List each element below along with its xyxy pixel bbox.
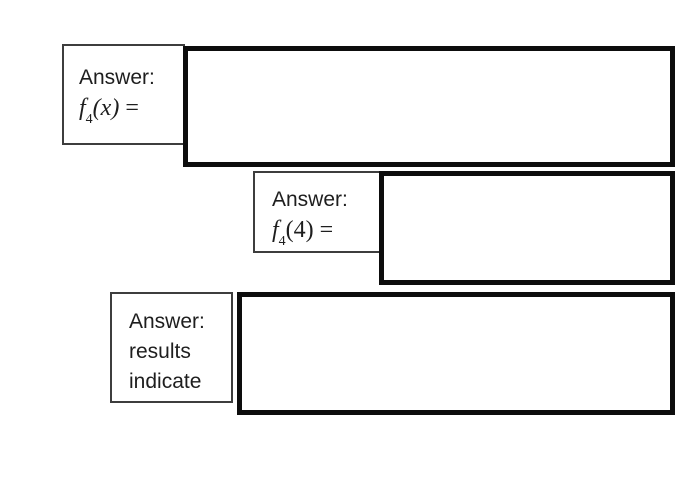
answer-input-results[interactable] xyxy=(237,292,675,415)
math-expression-f4x: f4(x) = xyxy=(79,93,179,126)
math-argument: (x) xyxy=(92,95,120,121)
answer-label-f44: Answer: f4(4) = xyxy=(253,171,381,253)
math-function-letter: f xyxy=(272,217,279,243)
answer-label-f4x: Answer: f4(x) = xyxy=(62,44,185,145)
math-equals: = xyxy=(313,217,334,243)
math-function-letter: f xyxy=(79,95,86,121)
answer-label-text: Answer: xyxy=(79,66,155,89)
answer-label-line3: indicate xyxy=(129,370,202,393)
math-argument: (4) xyxy=(285,217,314,243)
answer-label-results: Answer: results indicate xyxy=(110,292,233,403)
math-expression-f44: f4(4) = xyxy=(272,215,375,248)
answer-input-f4x[interactable] xyxy=(183,46,675,167)
answer-label-line2: results xyxy=(129,340,191,363)
answer-label-text: Answer: xyxy=(272,188,348,211)
math-equals: = xyxy=(119,95,139,121)
answer-input-f44[interactable] xyxy=(379,171,675,285)
math-subscript: 4 xyxy=(278,233,286,249)
math-subscript: 4 xyxy=(85,111,93,127)
answer-label-text: Answer: xyxy=(129,310,205,333)
